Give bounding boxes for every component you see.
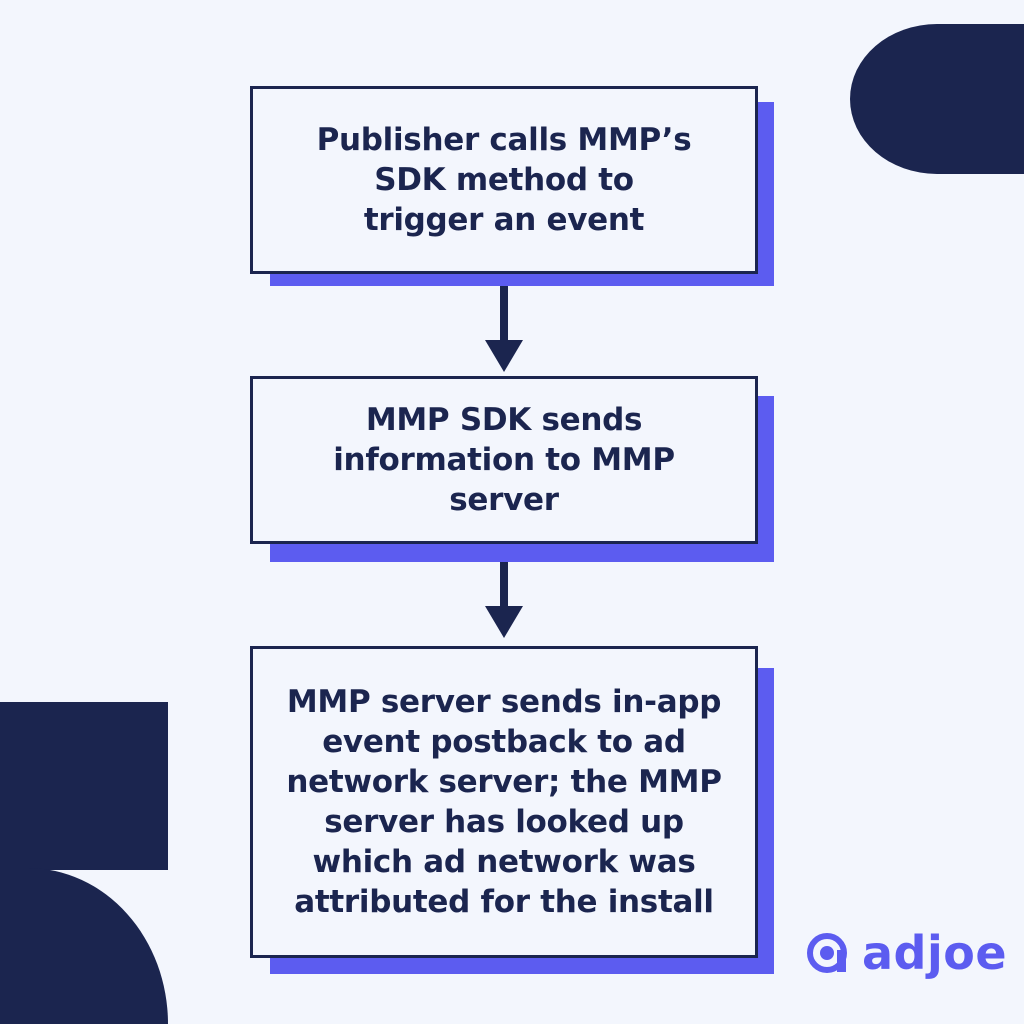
step-text: MMP server sends in-app event postback t… <box>286 682 722 922</box>
adjoe-logo: adjoe <box>806 930 1007 976</box>
arrow-down-icon <box>485 340 523 372</box>
decorative-circle <box>850 24 1024 174</box>
brand-name: adjoe <box>862 926 1008 980</box>
step-text: MMP SDK sends information to MMP server <box>333 400 675 520</box>
arrow-shaft <box>500 562 508 610</box>
decorative-arch <box>0 868 168 1024</box>
step-line: SDK method to <box>374 162 634 198</box>
step-box: MMP SDK sends information to MMP server <box>250 376 758 544</box>
step-line: trigger an event <box>363 202 645 238</box>
decorative-square <box>0 702 168 870</box>
step-box: Publisher calls MMP’s SDK method to trig… <box>250 86 758 274</box>
step-line: attributed for the install <box>294 884 714 920</box>
arrow-shaft <box>500 286 508 342</box>
arrow-down-icon <box>485 606 523 638</box>
step-line: information to MMP <box>333 442 675 478</box>
step-box: MMP server sends in-app event postback t… <box>250 646 758 958</box>
step-text: Publisher calls MMP’s SDK method to trig… <box>317 120 692 240</box>
step-line: event postback to ad <box>322 724 686 760</box>
step-line: server has looked up <box>324 804 684 840</box>
step-line: network server; the MMP <box>286 764 722 800</box>
step-line: which ad network was <box>312 844 696 880</box>
step-line: MMP SDK sends <box>365 402 643 438</box>
step-line: server <box>449 482 559 518</box>
step-line: MMP server sends in-app <box>286 684 722 720</box>
step-line: Publisher calls MMP’s <box>316 122 692 158</box>
adjoe-logo-icon <box>807 933 847 973</box>
